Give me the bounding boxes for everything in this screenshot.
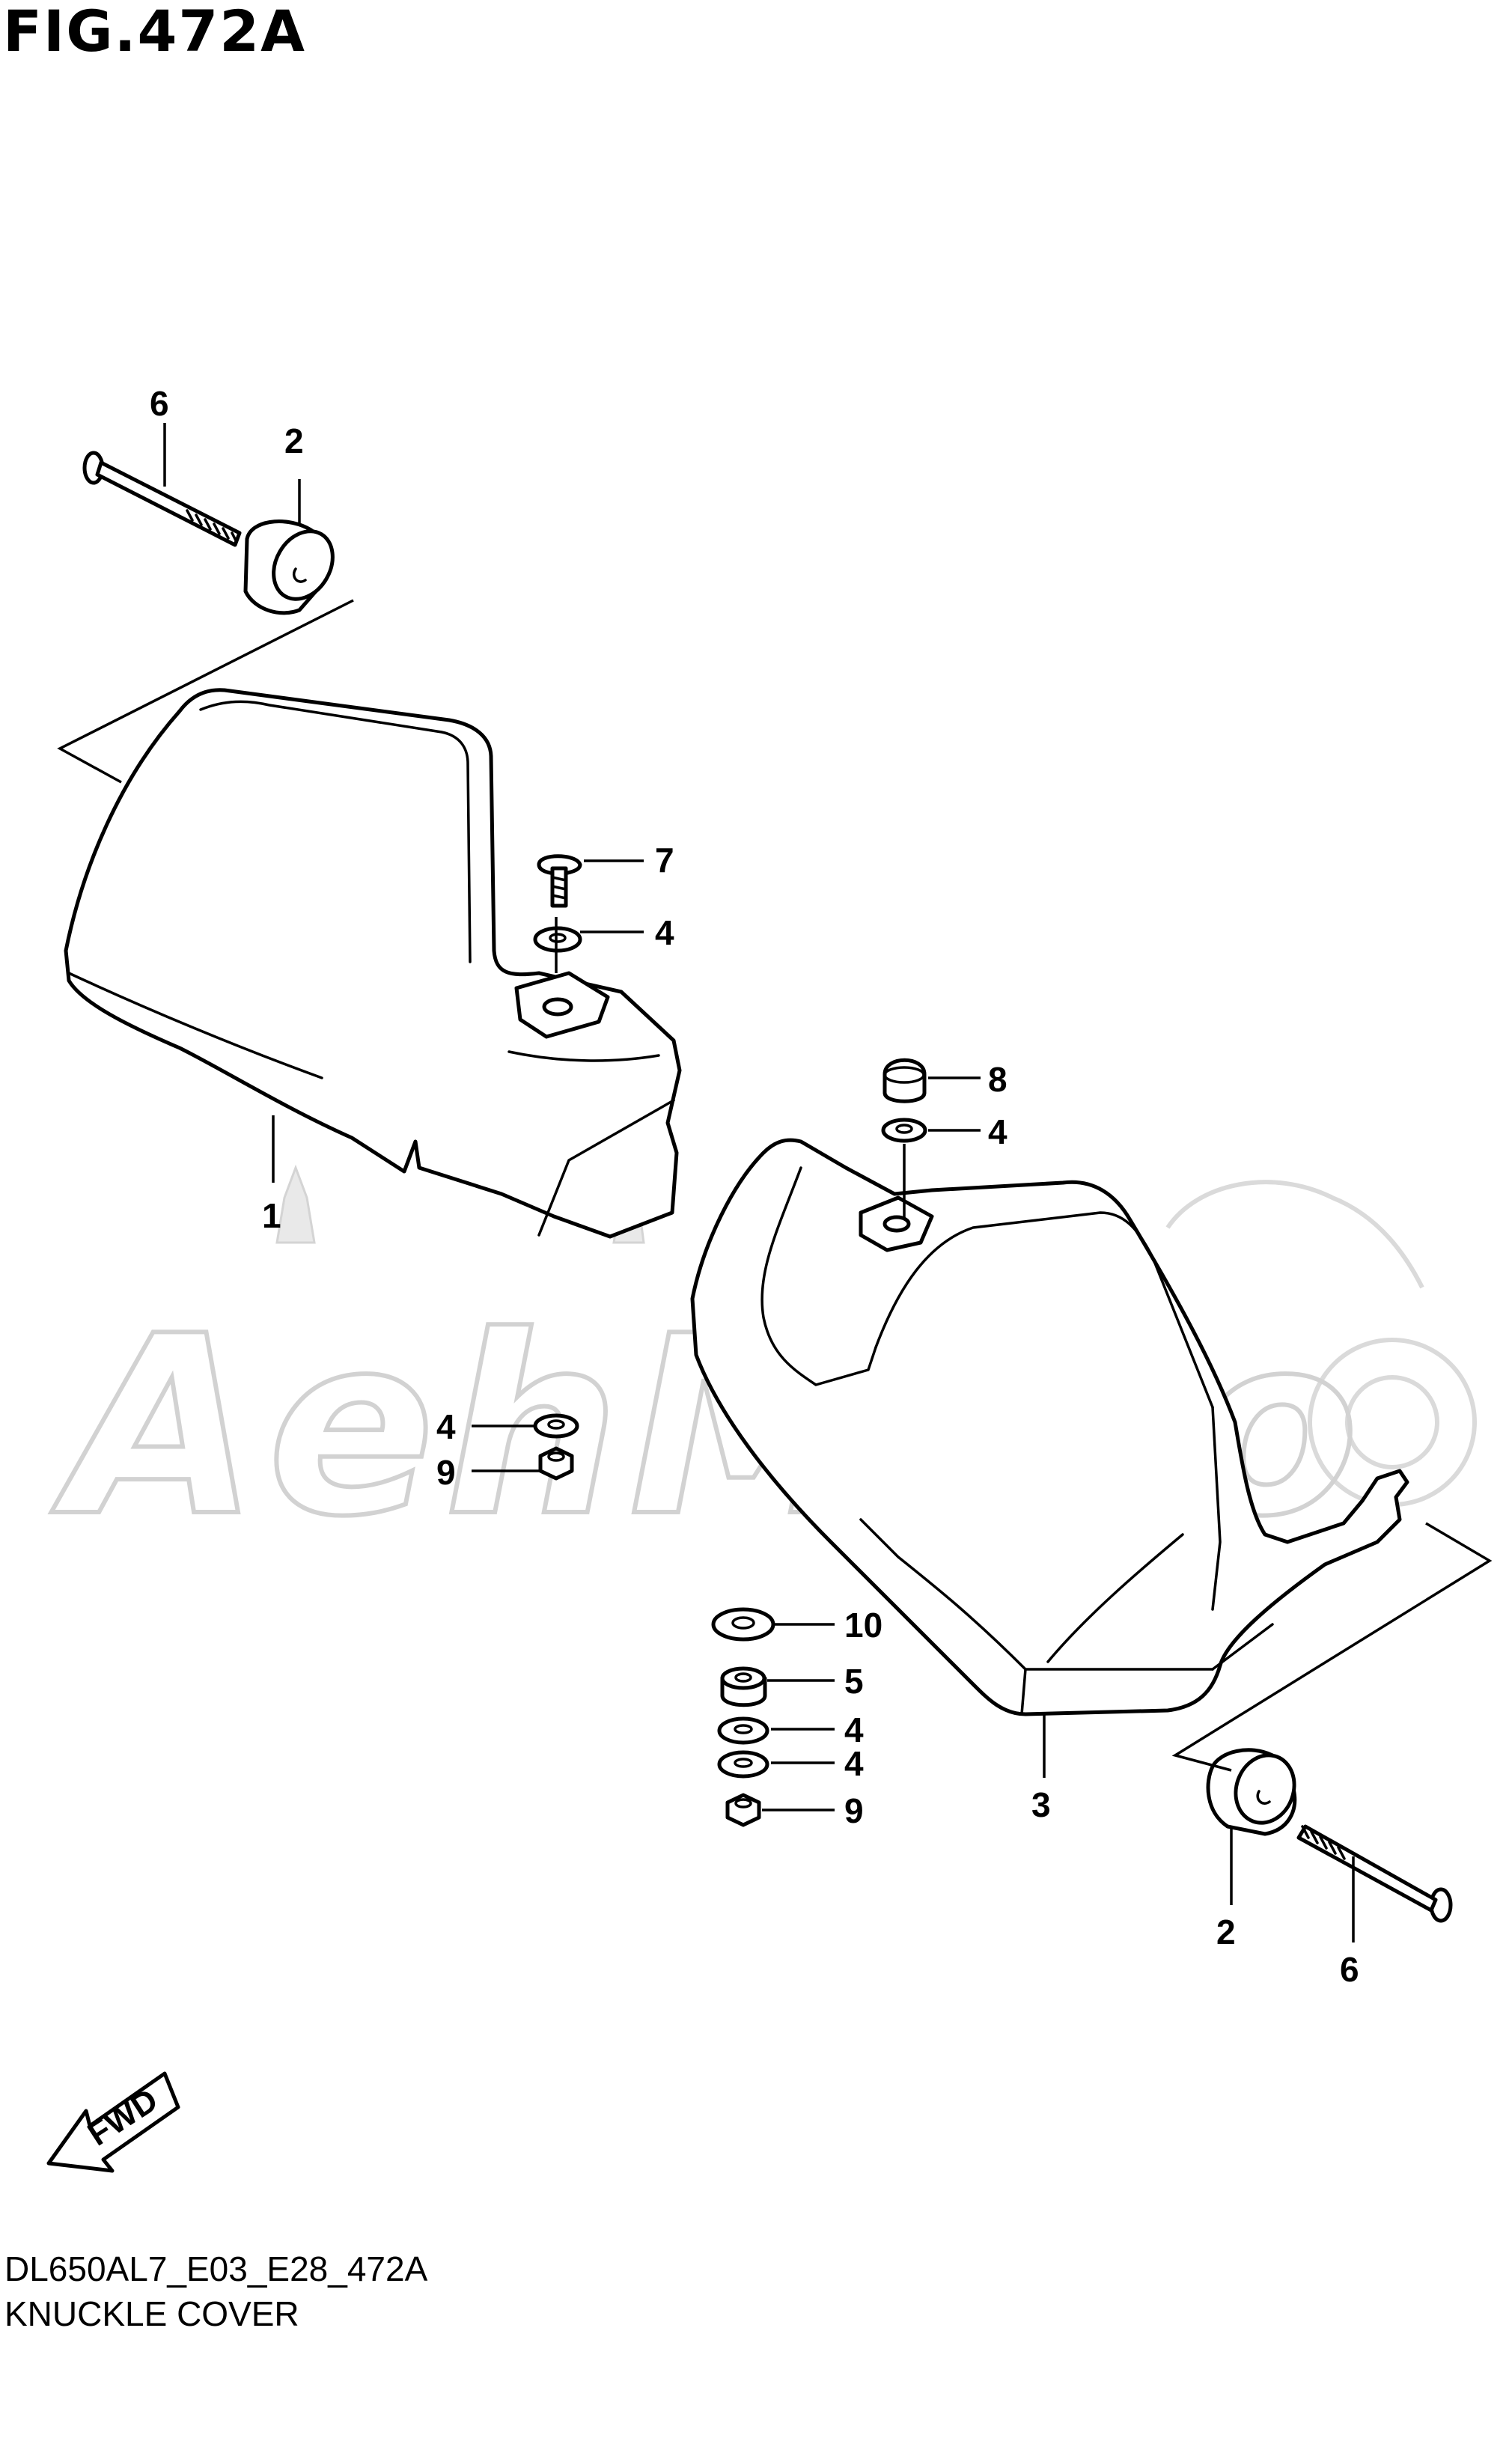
callout-part6-bottom: 6 — [1340, 1950, 1359, 1989]
washer-part10 — [711, 1607, 775, 1642]
callout-part1: 1 — [262, 1196, 281, 1235]
callout-part4-stack-a: 4 — [844, 1710, 864, 1749]
fwd-arrow: FWD — [46, 2071, 180, 2173]
callout-part10: 10 — [844, 1606, 882, 1645]
callout-part2-bottom: 2 — [1216, 1913, 1236, 1951]
nut-part9-stack — [725, 1793, 761, 1827]
grommet-part2-top — [243, 519, 335, 615]
nut-part9-left — [538, 1446, 574, 1481]
washer-part4-right — [881, 1118, 927, 1143]
bolt-part6-bottom — [1296, 1824, 1453, 1923]
callout-part3: 3 — [1031, 1785, 1051, 1824]
callout-part9-left: 9 — [436, 1453, 456, 1492]
grommet-part2-bottom — [1206, 1748, 1297, 1836]
callout-part7: 7 — [655, 841, 674, 880]
washer-part4-stack-b — [717, 1750, 769, 1779]
leader-lines — [163, 423, 1355, 1942]
figure-caption: KNUCKLE COVER — [4, 2294, 299, 2333]
washer-part4-left — [533, 1413, 579, 1439]
callout-part6-top: 6 — [150, 384, 169, 423]
washer-part4-stack-a — [717, 1716, 769, 1745]
knuckle-cover-right — [690, 1138, 1409, 1716]
callout-part4-left: 4 — [436, 1407, 456, 1446]
callout-part5: 5 — [844, 1662, 864, 1701]
drawing-code: DL650AL7_E03_E28_472A — [4, 2249, 428, 2288]
nut-part8 — [882, 1058, 927, 1103]
figure-title: FIG.472A — [3, 0, 306, 64]
callout-part4-stack-b: 4 — [844, 1744, 864, 1783]
callout-part8: 8 — [988, 1060, 1008, 1099]
callout-part4-right: 4 — [988, 1112, 1008, 1151]
callout-part4-upper: 4 — [655, 913, 674, 952]
assembly-lines — [57, 599, 1493, 1772]
callout-part2-top: 2 — [284, 421, 304, 460]
screw-part7 — [537, 854, 582, 908]
collar-part5 — [720, 1666, 767, 1707]
knuckle-cover-left — [64, 688, 682, 1239]
callout-part9-stack: 9 — [844, 1791, 864, 1830]
bolt-part6-top — [82, 451, 242, 547]
washer-part4-upper — [533, 926, 582, 953]
